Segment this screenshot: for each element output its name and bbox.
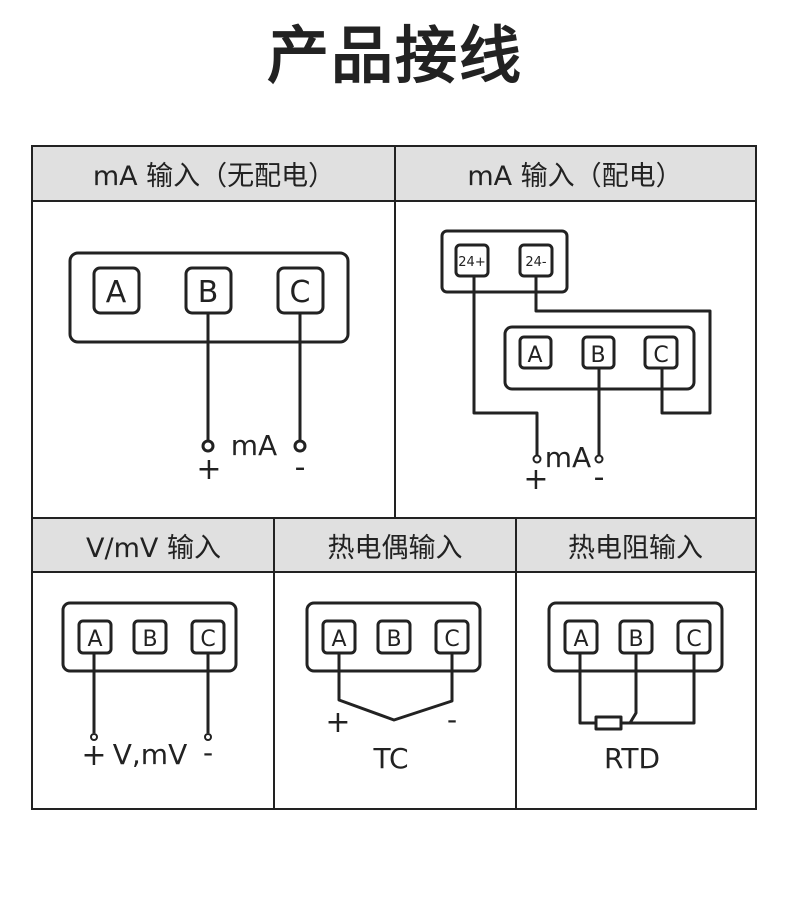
diagram-rtd bbox=[547, 601, 724, 731]
divider-top bbox=[394, 147, 396, 519]
signal-label: V,mV bbox=[113, 738, 187, 771]
terminal-a bbox=[518, 335, 553, 370]
minus-sign: - bbox=[203, 736, 213, 769]
minus-sign: - bbox=[594, 460, 605, 495]
node-plus bbox=[532, 454, 542, 464]
terminal-b bbox=[376, 619, 412, 655]
header-v-mv: V/mV 输入 bbox=[33, 519, 274, 573]
terminal-c-label: C bbox=[290, 275, 311, 310]
terminal-a bbox=[92, 266, 141, 315]
terminal-c-label: C bbox=[653, 343, 668, 368]
terminal-c-label: C bbox=[686, 627, 701, 652]
terminal-c-label: C bbox=[200, 627, 215, 652]
resistor bbox=[594, 715, 623, 731]
signal-label: TC bbox=[372, 742, 408, 775]
terminal-b-label: B bbox=[590, 343, 605, 368]
terminal-b bbox=[132, 619, 168, 655]
plus-sign: + bbox=[196, 452, 221, 487]
diagram-thermocouple bbox=[305, 601, 482, 722]
diagram-v-mv bbox=[61, 601, 238, 741]
wire-24-plus bbox=[472, 276, 539, 455]
terminal-a-label: A bbox=[573, 627, 588, 652]
plus-sign: + bbox=[523, 462, 548, 497]
wire-24-minus-to-c bbox=[534, 276, 712, 415]
wire-c bbox=[621, 653, 696, 725]
terminal-a-label: A bbox=[106, 275, 127, 310]
signal-label: mA bbox=[231, 429, 277, 462]
terminal-24-plus-label: 24+ bbox=[458, 255, 485, 270]
plus-sign: + bbox=[325, 705, 350, 740]
power-supply-housing bbox=[440, 229, 569, 294]
wiring-table: mA 输入（无配电） mA 输入（配电） V/mV 输入 热电偶输入 热电阻输入 bbox=[31, 145, 757, 810]
divider-bottom-1 bbox=[273, 519, 275, 810]
header-rtd: 热电阻输入 bbox=[516, 519, 755, 573]
terminal-a-label: A bbox=[331, 627, 346, 652]
thermocouple-junction bbox=[337, 653, 454, 722]
node-minus bbox=[594, 454, 604, 464]
device-housing bbox=[61, 601, 238, 673]
wire-a bbox=[578, 653, 596, 725]
header-ma-no-power: mA 输入（无配电） bbox=[33, 147, 395, 202]
terminal-b-label: B bbox=[198, 275, 219, 310]
wire-b bbox=[628, 653, 638, 724]
terminal-c-label: C bbox=[444, 627, 459, 652]
divider-bottom-2 bbox=[515, 519, 517, 810]
minus-sign: - bbox=[447, 703, 457, 736]
terminal-a-label: A bbox=[87, 627, 102, 652]
signal-label: RTD bbox=[604, 742, 660, 775]
signal-label: mA bbox=[545, 441, 591, 474]
header-ma-power: mA 输入（配电） bbox=[395, 147, 755, 202]
terminal-24-minus-label: 24- bbox=[525, 255, 547, 270]
minus-sign: - bbox=[295, 450, 306, 485]
node-plus bbox=[90, 733, 98, 741]
terminal-b-label: B bbox=[142, 627, 157, 652]
node-plus bbox=[201, 439, 215, 453]
device-housing bbox=[305, 601, 482, 673]
terminal-a-label: A bbox=[527, 343, 542, 368]
diagram-ma-power bbox=[440, 229, 712, 464]
node-minus bbox=[293, 439, 307, 453]
terminal-24-plus bbox=[454, 243, 490, 278]
page-title: 产品接线 bbox=[266, 19, 523, 92]
node-minus bbox=[204, 733, 212, 741]
diagram-ma-no-power bbox=[68, 251, 350, 453]
terminal-b-label: B bbox=[628, 627, 643, 652]
terminal-b-label: B bbox=[386, 627, 401, 652]
plus-sign: + bbox=[81, 738, 106, 773]
header-thermocouple: 热电偶输入 bbox=[274, 519, 516, 573]
divider-middle bbox=[33, 517, 755, 519]
